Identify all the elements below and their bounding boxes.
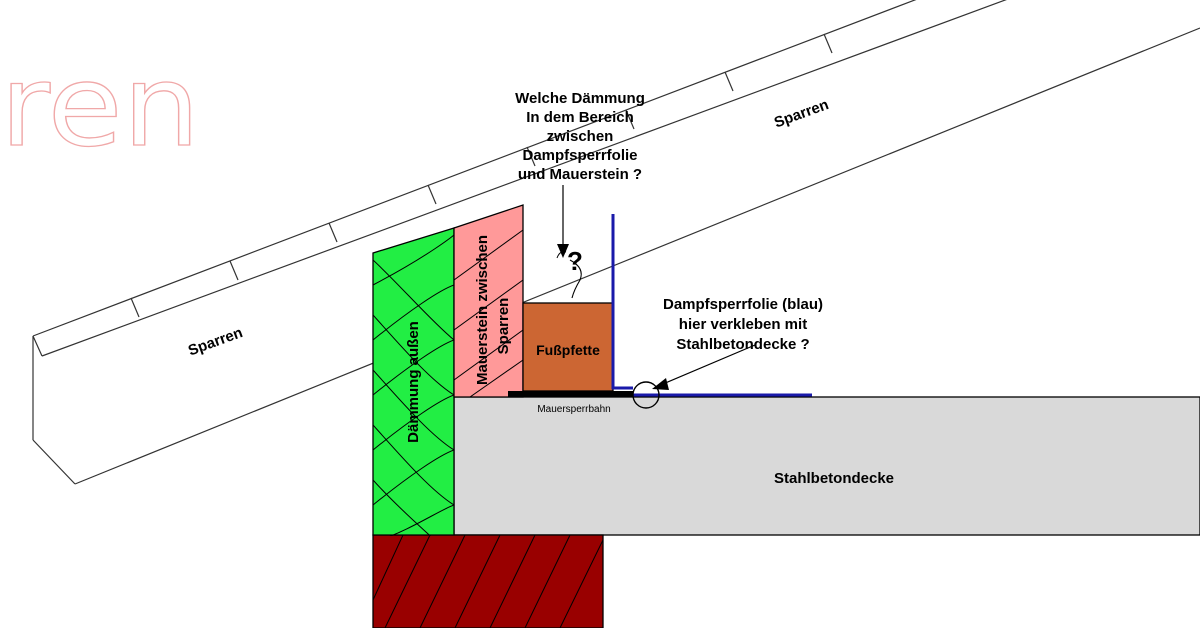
question-mark: ? [567, 246, 583, 276]
masonry-between-rafters [453, 204, 524, 398]
mauerstein-label-line2: Sparren [495, 298, 512, 355]
joint-marker-circle [632, 381, 660, 409]
question-top-line: und Mauerstein ? [518, 166, 642, 183]
question-top-line: Welche Dämmung [515, 90, 645, 107]
question-right-block: Dampfsperrfolie (blau) hier verkleben mi… [663, 296, 823, 353]
roof-batten-ticks [130, 33, 833, 318]
watermark-text: ren [0, 42, 200, 172]
concrete-slab [453, 396, 1200, 536]
fusspfette-beam [522, 302, 614, 392]
daemmung-aussen-label: Dämmung außen [405, 321, 422, 443]
question-top-block: Welche Dämmung In dem Bereich zwischen D… [515, 90, 645, 183]
question-right-line: hier verkleben mit [679, 316, 807, 333]
mauersperrbahn-strip [508, 391, 633, 397]
mauerstein-label-line1: Mauerstein zwischen [474, 235, 491, 385]
outer-insulation [372, 227, 455, 536]
question-top-line: In dem Bereich [526, 109, 634, 126]
sparren-label-left: Sparren [186, 324, 245, 359]
roof-rafter-outline [32, 0, 1200, 485]
sparren-label-right: Sparren [772, 96, 831, 131]
question-top-line: Dampfsperrfolie [522, 147, 637, 164]
question-right-line: Dampfsperrfolie (blau) [663, 296, 823, 313]
mauersperrbahn-label: Mauersperrbahn [537, 404, 610, 415]
masonry-wall-below [372, 534, 604, 628]
question-arrow [556, 185, 582, 299]
question-right-line: Stahlbetondecke ? [676, 336, 809, 353]
question-top-line: zwischen [547, 128, 614, 145]
vapor-barrier-arrow [652, 344, 756, 390]
fusspfette-label: Fußpfette [536, 342, 600, 358]
stahlbetondecke-label: Stahlbetondecke [774, 470, 894, 487]
vapor-barrier-blue [611, 214, 812, 397]
